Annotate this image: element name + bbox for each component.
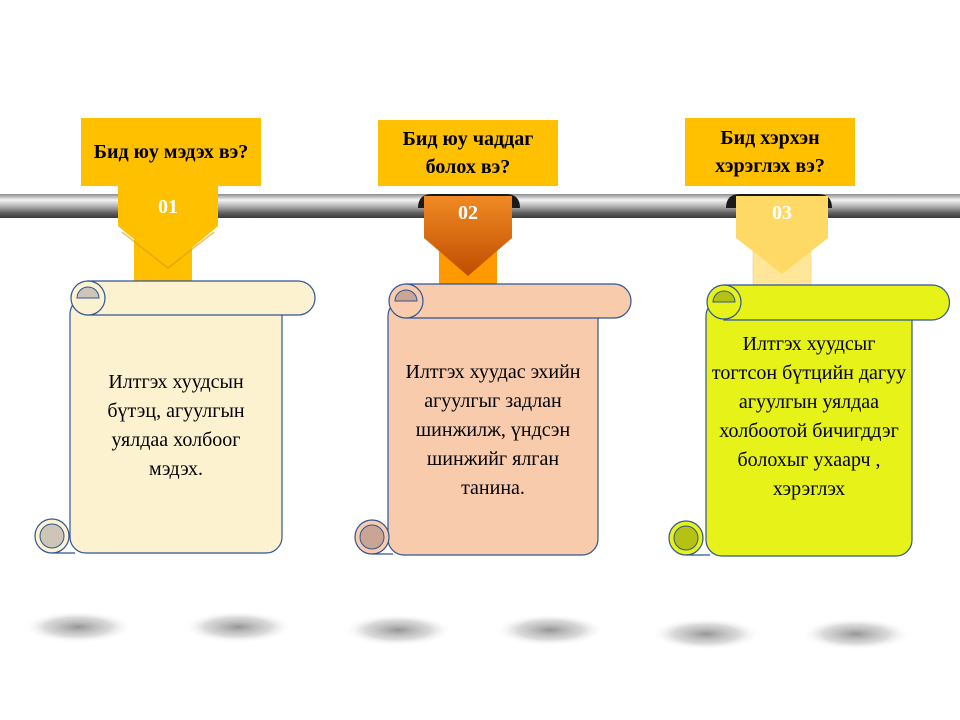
step-2-graphics [354,196,632,556]
badge-arrow [118,186,218,268]
step-2-text: Илтгэх хуудас эхийн агуулгыг задлан шинж… [405,361,581,499]
step-3-title: Бид хэрхэн хэрэглэх вэ? [685,118,855,186]
floor-shadow [651,618,761,650]
scroll [34,280,316,554]
floor-shadow [183,611,293,643]
scroll [668,284,951,557]
floor-shadow [495,614,605,646]
badge-arrow [424,196,512,276]
scroll [354,283,632,556]
step-3-number: 03 [772,202,792,224]
step-3-text: Илтгэх хуудсыг тогтсон бүтцийн дагуу агу… [711,333,907,500]
step-1-title: Бид юу мэдэх вэ? [81,118,261,186]
step-1-graphics [34,186,316,554]
step-3-graphics [668,196,951,557]
floor-shadows [23,611,911,650]
floor-shadow [343,614,453,646]
floor-shadow [801,618,911,650]
floor-shadow [23,611,133,643]
step-2-number: 02 [458,202,478,224]
step-1-number: 01 [158,196,178,218]
badge-arrow [736,196,828,274]
step-1-text: Илтгэх хуудсын бүтэц, агуулгын уялдаа хо… [107,371,245,480]
step-2-title: Бид юу чаддаг болох вэ? [378,120,558,186]
